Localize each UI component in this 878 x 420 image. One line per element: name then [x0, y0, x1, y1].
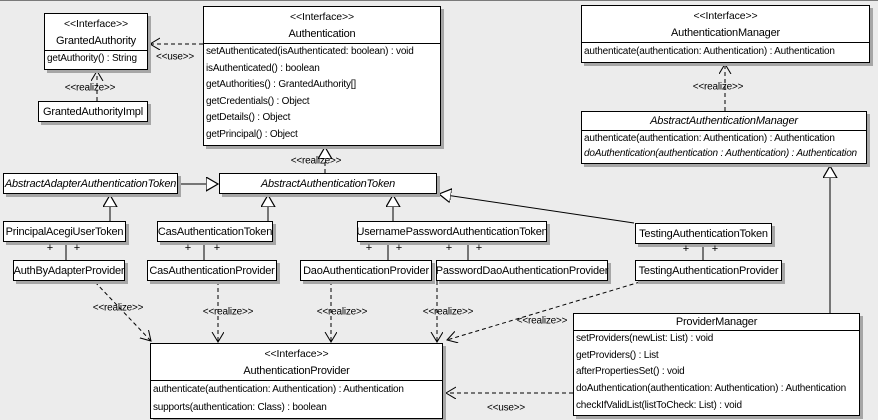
method: getAuthority() : String	[47, 53, 137, 64]
class-granted-authority-impl: GrantedAuthorityImpl	[38, 101, 148, 122]
multiplicity-plus: +	[445, 242, 453, 254]
multiplicity-plus: +	[711, 243, 719, 255]
realize-label: <<realize>>	[422, 306, 474, 318]
method: doAuthentication(authentication : Authen…	[584, 148, 857, 160]
method: afterPropertiesSet() : void	[576, 366, 685, 378]
stereotype-label: <<Interface>>	[63, 18, 129, 30]
class-testing-authentication-token: TestingAuthenticationToken	[635, 223, 772, 244]
method: getDetails() : Object	[206, 112, 291, 124]
class-name: AuthByAdapterProvider	[13, 264, 125, 277]
class-name: PrincipalAcegiUserToken	[5, 225, 124, 238]
realize-label: <<realize>>	[316, 306, 368, 318]
method: getAuthorities() : GrantedAuthority[]	[206, 79, 356, 91]
method: authenticate(authentication: Authenticat…	[153, 384, 404, 395]
class-provider-manager: ProviderManager setProviders(newList: Li…	[573, 313, 860, 416]
class-abstract-authentication-token: AbstractAuthenticationToken	[219, 173, 437, 194]
class-name: AuthenticationProvider	[243, 365, 350, 377]
class-cas-authentication-provider: CasAuthenticationProvider	[147, 260, 277, 281]
multiplicity-plus: +	[46, 242, 54, 254]
class-name: Authentication	[288, 28, 356, 40]
class-cas-authentication-token: CasAuthenticationToken	[157, 221, 273, 242]
stereotype-label: <<Interface>>	[264, 348, 329, 360]
multiplicity-plus: +	[73, 242, 81, 254]
method: setProviders(newList: List) : void	[576, 333, 714, 344]
class-auth-by-adapter-provider: AuthByAdapterProvider	[13, 260, 125, 281]
class-authentication-manager: <<Interface>> AuthenticationManager auth…	[581, 5, 870, 63]
class-name: GrantedAuthorityImpl	[43, 105, 143, 118]
edge-realize-testing-provider	[447, 281, 641, 340]
method: isAuthenticated() : boolean	[206, 62, 320, 74]
class-granted-authority: <<Interface>> GrantedAuthority getAuthor…	[44, 13, 148, 70]
class-name: ProviderManager	[675, 316, 758, 328]
class-name: CasAuthenticationToken	[157, 225, 273, 238]
class-name: TestingAuthenticationProvider	[638, 264, 779, 277]
multiplicity-plus: +	[682, 243, 690, 255]
realize-label: <<realize>>	[202, 306, 254, 318]
class-name: AbstractAdapterAuthenticationToken	[4, 177, 177, 190]
class-abstract-authentication-manager: AbstractAuthenticationManager authentica…	[581, 111, 867, 164]
realize-label: <<realize>>	[692, 81, 744, 93]
method: checkIfValidList(listToCheck: List) : vo…	[576, 399, 742, 411]
class-password-dao-authentication-provider: PasswordDaoAuthenticationProvider	[436, 260, 608, 281]
method: authenticate(authentication: Authenticat…	[584, 46, 835, 57]
method: supports(authentication: Class) : boolea…	[153, 401, 327, 413]
method: authenticate(authentication: Authenticat…	[584, 133, 835, 144]
multiplicity-plus: +	[395, 242, 403, 254]
use-label: <<use>>	[486, 402, 526, 414]
stereotype-label: <<Interface>>	[693, 10, 758, 22]
class-testing-authentication-provider: TestingAuthenticationProvider	[635, 260, 782, 281]
multiplicity-plus: +	[475, 242, 483, 254]
class-name: PasswordDaoAuthenticationProvider	[435, 264, 609, 277]
realize-label: <<realize>>	[64, 82, 116, 94]
multiplicity-plus: +	[365, 242, 373, 254]
class-name: CasAuthenticationProvider	[149, 264, 275, 277]
class-name: DaoAuthenticationProvider	[303, 264, 429, 277]
multiplicity-plus: +	[213, 242, 221, 254]
method: setAuthenticated(isAuthenticated: boolea…	[206, 46, 414, 57]
class-name: AbstractAuthenticationToken	[260, 177, 396, 190]
realize-label: <<realize>>	[516, 315, 568, 327]
class-username-password-authentication-token: UsernamePasswordAuthenticationToken	[356, 221, 548, 242]
realize-label: <<realize>>	[92, 302, 144, 314]
class-authentication-provider: <<Interface>> AuthenticationProvider aut…	[150, 343, 443, 419]
class-authentication: <<Interface>> Authentication setAuthenti…	[203, 6, 441, 146]
method: getCredentials() : Object	[206, 95, 310, 107]
method: doAuthentication(authentication: Authent…	[576, 383, 846, 395]
use-label: <<use>>	[155, 51, 195, 63]
edge-generalization-testing-token-to-abstract-token	[439, 194, 635, 224]
class-name: AuthenticationManager	[671, 27, 780, 39]
class-name: AbstractAuthenticationManager	[650, 115, 798, 127]
method: getProviders() : List	[576, 349, 659, 361]
class-abstract-adapter-authentication-token: AbstractAdapterAuthenticationToken	[3, 173, 178, 194]
class-principal-acegi-user-token: PrincipalAcegiUserToken	[3, 221, 126, 242]
realize-label: <<realize>>	[290, 155, 342, 167]
multiplicity-plus: +	[184, 242, 192, 254]
class-name: GrantedAuthority	[56, 35, 136, 47]
stereotype-label: <<Interface>>	[289, 11, 355, 23]
class-dao-authentication-provider: DaoAuthenticationProvider	[300, 260, 432, 281]
method: getPrincipal() : Object	[206, 128, 298, 140]
class-name: UsernamePasswordAuthenticationToken	[356, 225, 548, 238]
class-name: TestingAuthenticationToken	[639, 227, 768, 240]
